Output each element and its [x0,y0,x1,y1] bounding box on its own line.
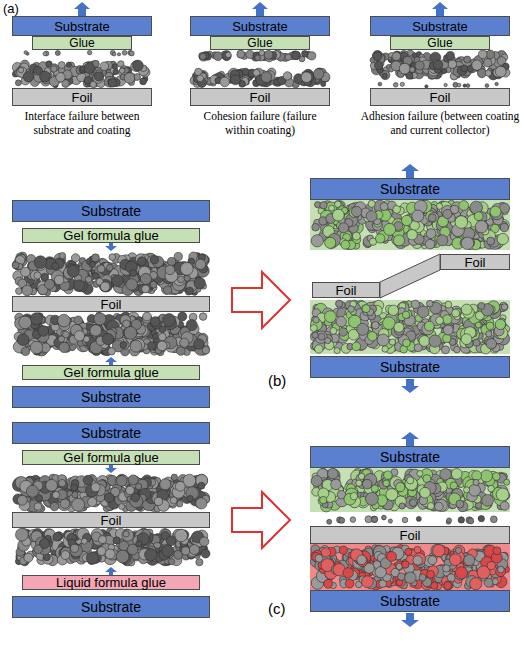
substrate-block: Substrate [190,16,330,36]
layer-label: Glue [247,36,272,50]
foil-layer: Foil [12,296,210,312]
layer-label: Foil [101,513,122,528]
substrate-block: Substrate [12,16,152,36]
substrate-block: Substrate [370,16,510,36]
glue-layer: Gel formula glue [22,365,200,380]
layer-label: Foil [430,90,451,105]
layer-label: Substrate [81,389,141,405]
foil-layer: Foil [12,512,210,528]
substrate-block: Substrate [12,422,210,444]
substrate-block: Substrate [310,590,510,612]
panel-label: (c) [268,600,298,618]
layer-label: Substrate [412,19,468,34]
foil-layer: Foil [190,88,330,106]
layer-label: Glue [69,36,94,50]
layer-label: Foil [336,283,357,298]
foil-layer: Foil [370,88,510,106]
substrate-block: Substrate [12,596,210,618]
layer-label: Substrate [380,593,440,609]
caption-text: Cohesion failure (failure within coating… [190,110,330,138]
foil-layer: Foil [440,254,510,270]
layer-label: Substrate [380,449,440,465]
substrate-block: Substrate [12,386,210,408]
process-arrows [232,272,290,548]
panel-label: (a) [3,1,33,17]
layer-label: Substrate [81,203,141,219]
layer-label: Substrate [54,19,110,34]
layer-label: Liquid formula glue [56,575,166,590]
layer-label: Substrate [380,181,440,197]
layer-label: Gel formula glue [63,228,158,243]
glue-layer: Gel formula glue [22,228,200,243]
layer-label: Foil [400,528,421,543]
layer-label: Foil [101,297,122,312]
substrate-block: Substrate [12,200,210,222]
glue-layer: Glue [32,36,132,50]
panel-label: (b) [268,372,298,390]
foil-layer: Foil [312,282,380,298]
layer-label: Foil [72,90,93,105]
layer-label: Gel formula glue [63,365,158,380]
substrate-block: Substrate [310,178,510,200]
substrate-block: Substrate [310,446,510,468]
substrate-block: Substrate [310,356,510,378]
layer-label: Substrate [81,599,141,615]
caption-text: Interface failure between substrate and … [12,110,152,138]
layer-label: Substrate [380,359,440,375]
layer-label: Glue [427,36,452,50]
glue-layer: Gel formula glue [22,450,200,465]
layer-label: Foil [250,90,271,105]
glue-layer: Liquid formula glue [22,575,200,590]
glue-layer: Glue [390,36,490,50]
layer-label: Gel formula glue [63,450,158,465]
layer-label: Substrate [81,425,141,441]
foil-layer: Foil [12,88,152,106]
caption-text: Adhesion failure (between coating and cu… [355,110,524,138]
layer-label: Foil [465,255,486,270]
layer-label: Substrate [232,19,288,34]
torn-foil [380,254,440,298]
glue-layer: Glue [210,36,310,50]
foil-layer: Foil [310,526,510,544]
